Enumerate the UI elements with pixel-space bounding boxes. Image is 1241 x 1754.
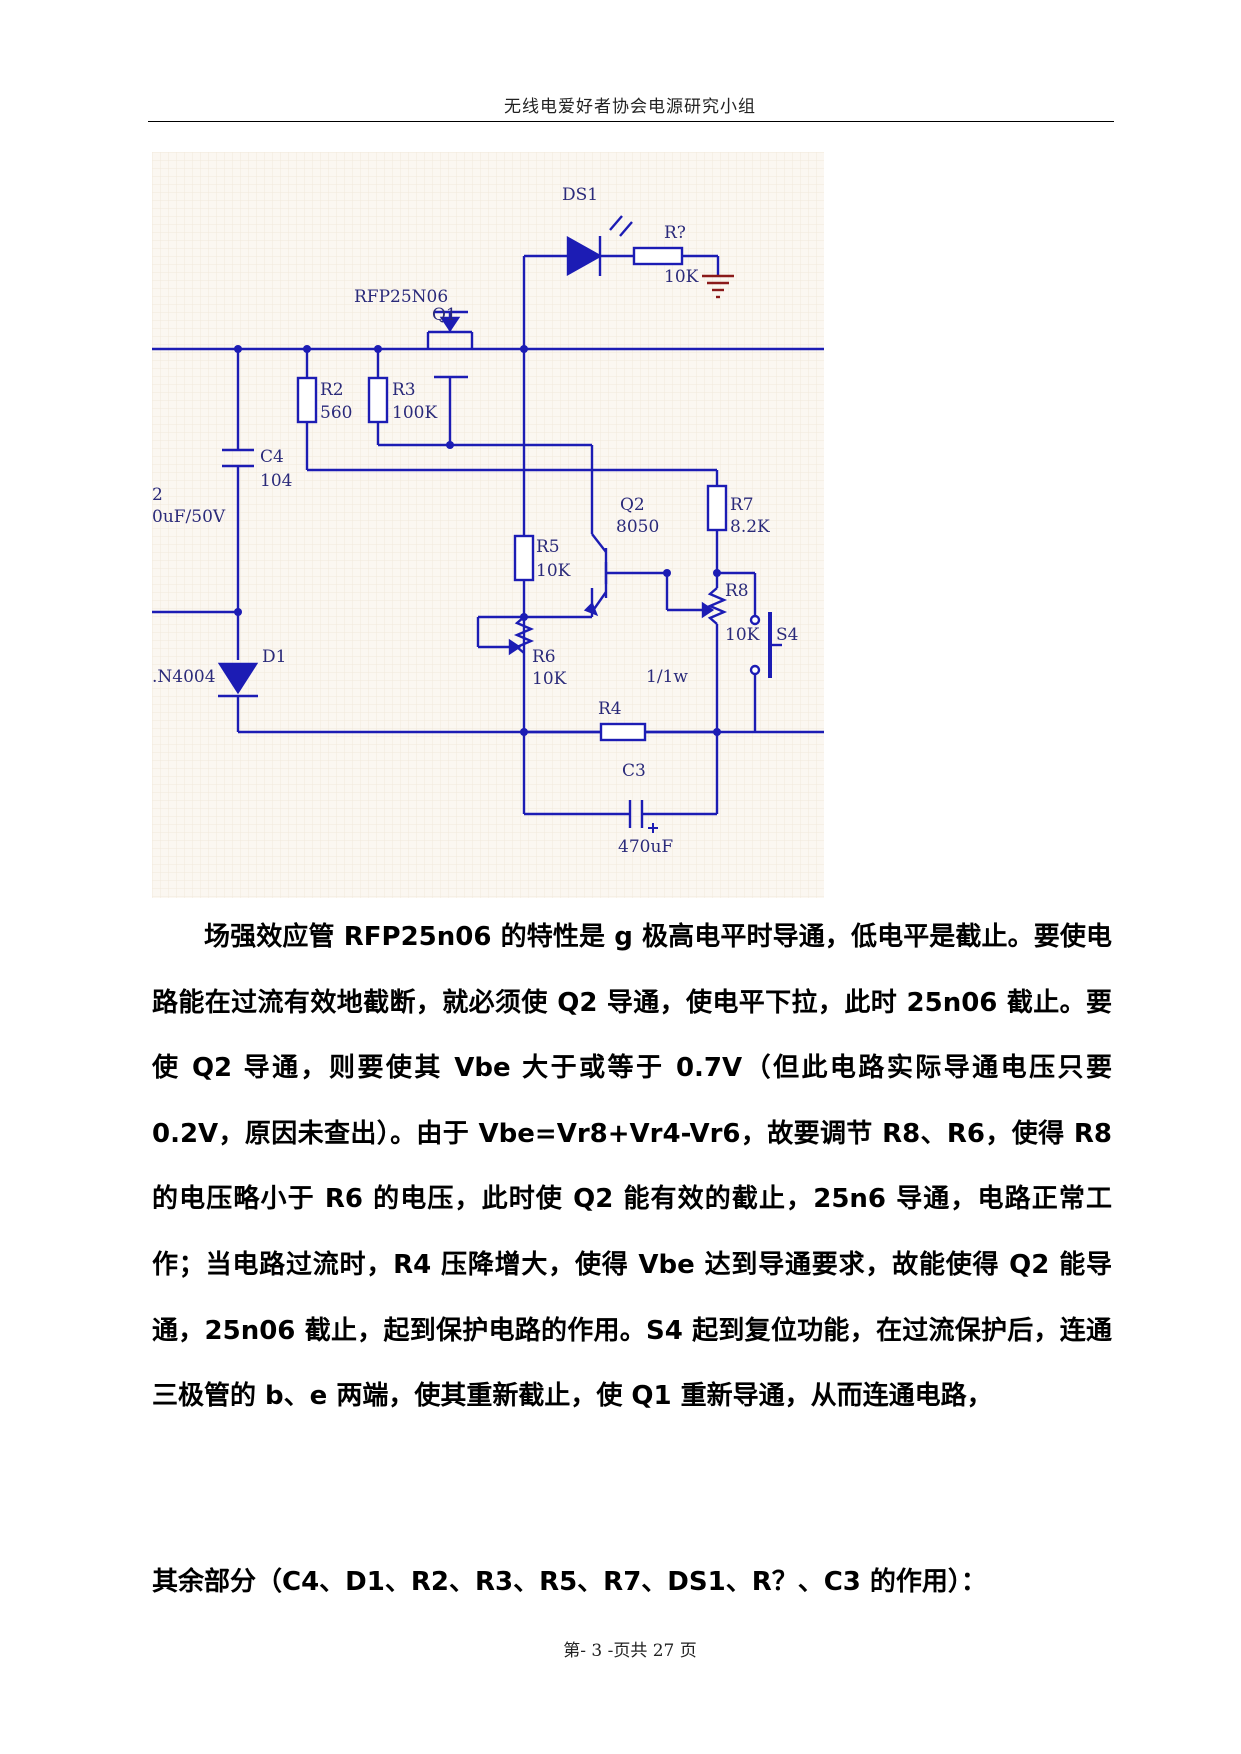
label-q1: Q1: [432, 305, 457, 325]
label-c4: C4: [260, 447, 284, 467]
label-r3-value: 100K: [392, 403, 437, 423]
label-d1-part-fragment: .N4004: [152, 667, 216, 687]
label-r8-value: 10K: [725, 625, 760, 645]
label-r7-value: 8.2K: [730, 517, 770, 537]
label-c2-fragment: 2: [152, 485, 163, 505]
label-r8: R8: [725, 581, 749, 601]
label-q2: Q2: [620, 495, 645, 515]
label-q2-part: 8050: [616, 517, 659, 537]
junctions: [234, 345, 721, 736]
label-r5-value: 10K: [536, 561, 571, 581]
page-footer: 第- 3 -页共 27 页: [563, 1641, 697, 1661]
label-r4-value: 1/1w: [646, 667, 688, 687]
label-r6: R6: [532, 647, 556, 667]
paragraph-text: 场强效应管 RFP25n06 的特性是 g 极高电平时导通，低电平是截止。要使电…: [152, 922, 1112, 1412]
label-c4-value: 104: [260, 471, 292, 491]
section-heading: 其余部分（C4、D1、R2、R3、R5、R7、DS1、R？、C3 的作用）：: [152, 1567, 987, 1597]
label-r2: R2: [320, 380, 344, 400]
label-r-unknown: R?: [664, 223, 686, 243]
page-header: 无线电爱好者协会电源研究小组: [504, 97, 756, 117]
label-r7: R7: [730, 495, 754, 515]
ground-symbol: [702, 274, 734, 299]
label-r6-value: 10K: [532, 669, 567, 689]
label-q1-part: RFP25N06: [354, 287, 448, 307]
body-paragraph: 场强效应管 RFP25n06 的特性是 g 极高电平时导通，低电平是截止。要使电…: [152, 905, 1112, 1430]
header-rule: [148, 121, 1114, 122]
label-c2-value-fragment: 0uF/50V: [152, 507, 226, 527]
circuit-schematic: DS1 R? 10K RFP25N06 Q1 R2 560 R3 100K C4…: [152, 152, 824, 898]
wires: [152, 254, 824, 816]
label-s4: S4: [776, 625, 798, 645]
label-c3: C3: [622, 761, 646, 781]
label-r2-value: 560: [320, 403, 352, 423]
label-r5: R5: [536, 537, 560, 557]
components: [217, 215, 782, 833]
label-r-unknown-value: 10K: [664, 267, 699, 287]
label-c3-value: 470uF: [618, 837, 673, 857]
label-r3: R3: [392, 380, 416, 400]
label-r4: R4: [598, 699, 622, 719]
label-d1: D1: [262, 647, 286, 667]
label-ds1: DS1: [562, 185, 598, 205]
